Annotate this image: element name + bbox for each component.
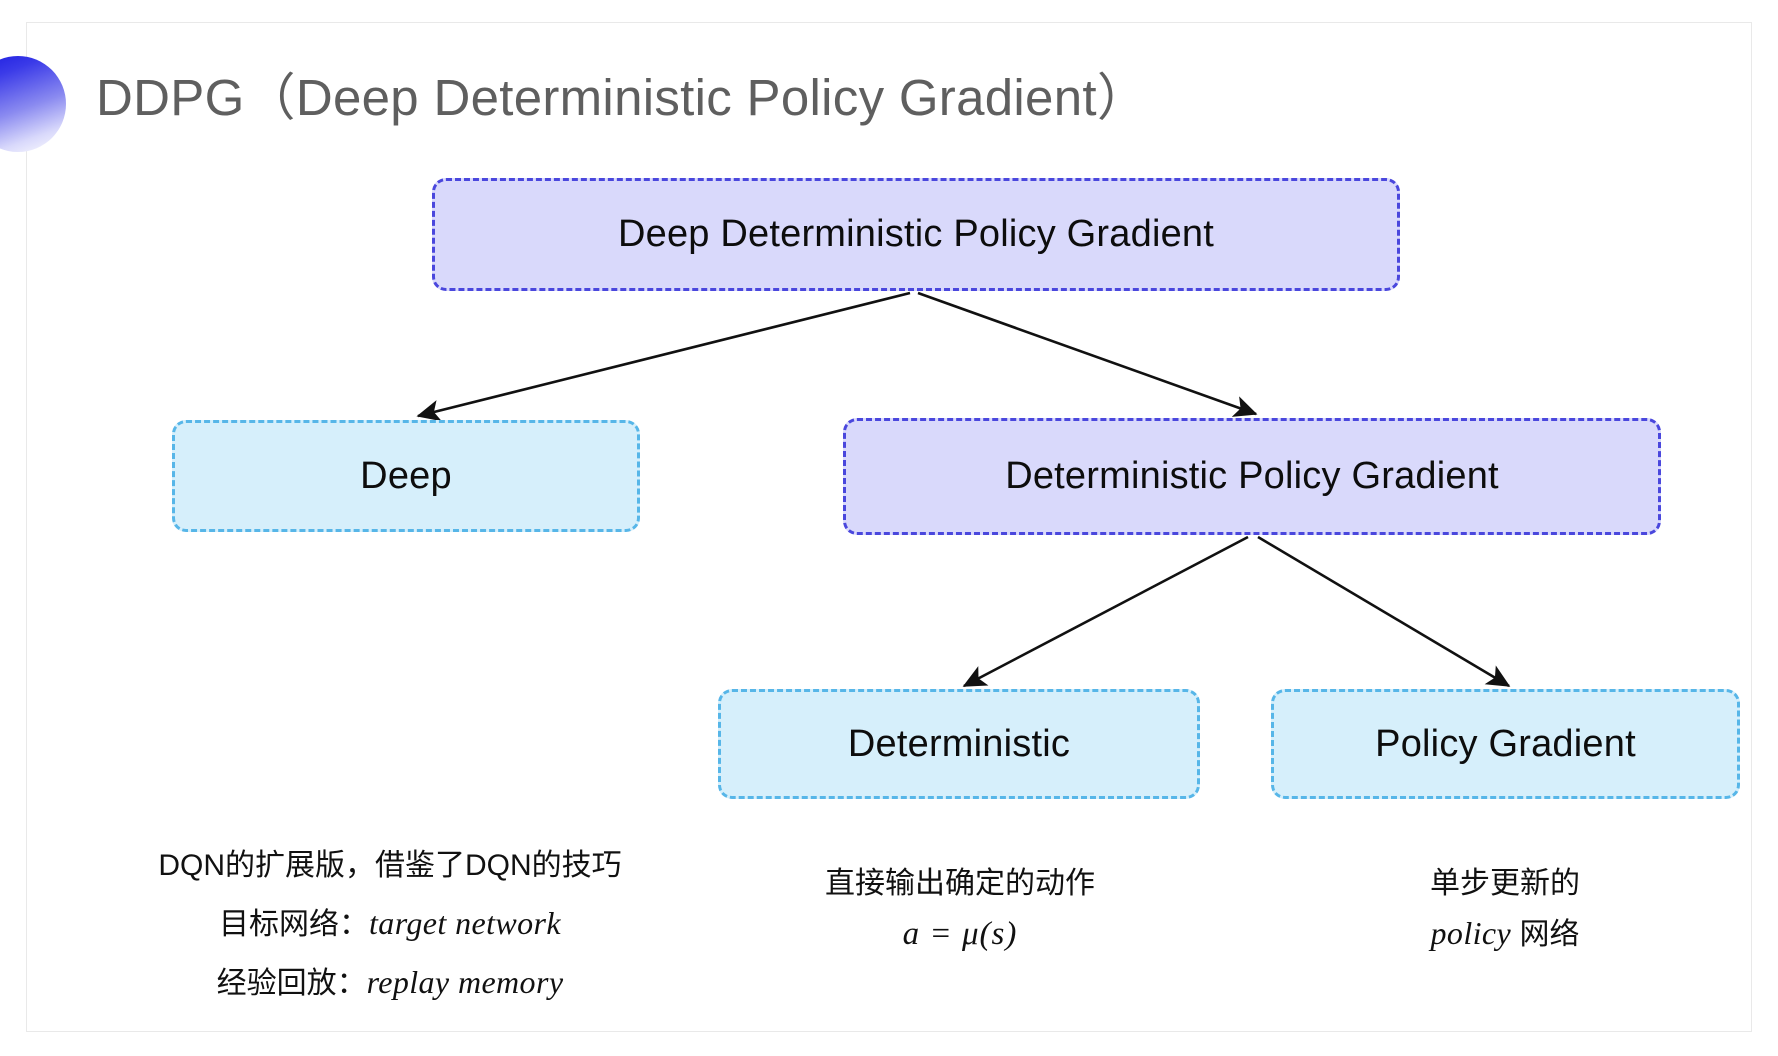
edge-dpg-to-deterministic [962, 535, 1249, 688]
caption-deep-line3-term: replay memory [366, 963, 564, 1000]
caption-deterministic-line1: 直接输出确定的动作 [825, 867, 1095, 900]
caption-deterministic-formula: a = μ(s) [902, 916, 1018, 952]
caption-deep-line2-label: 目标网络： [219, 907, 370, 941]
edge-dpg-to-policy-gradient [1257, 535, 1511, 688]
node-policy-gradient[interactable]: Policy Gradient [1271, 689, 1740, 799]
caption-deep-line1: DQN的扩展版，借鉴了DQN的技巧 [158, 849, 622, 882]
caption-deep-line2: 目标网络：target network [110, 894, 670, 953]
caption-deep-line2-term: target network [369, 904, 561, 941]
caption-policy-gradient-line2: policy 网络 [1290, 908, 1720, 959]
caption-deep-line3-label: 经验回放： [216, 966, 367, 1000]
caption-policy-gradient-line1: 单步更新的 [1430, 867, 1580, 900]
page-title: DDPG（Deep Deterministic Policy Gradient） [96, 69, 1149, 126]
gradient-half-circle-icon [0, 56, 66, 152]
edge-root-to-dpg [917, 291, 1258, 417]
node-deterministic[interactable]: Deterministic [718, 689, 1200, 799]
node-deterministic-policy-gradient[interactable]: Deterministic Policy Gradient [843, 418, 1661, 535]
node-deep-deterministic-policy-gradient[interactable]: Deep Deterministic Policy Gradient [432, 178, 1400, 291]
caption-deep-line3: 经验回放：replay memory [110, 953, 670, 1012]
edge-root-to-deep [416, 291, 911, 422]
caption-policy-gradient-term: policy [1430, 915, 1512, 951]
caption-policy-gradient: 单步更新的 policy 网络 [1290, 860, 1720, 959]
caption-deep: DQN的扩展版，借鉴了DQN的技巧 目标网络：target network 经验… [110, 838, 670, 1012]
caption-deterministic: 直接输出确定的动作 a = μ(s) [745, 860, 1175, 961]
node-deep[interactable]: Deep [172, 420, 640, 532]
caption-policy-gradient-suffix: 网络 [1511, 918, 1580, 951]
